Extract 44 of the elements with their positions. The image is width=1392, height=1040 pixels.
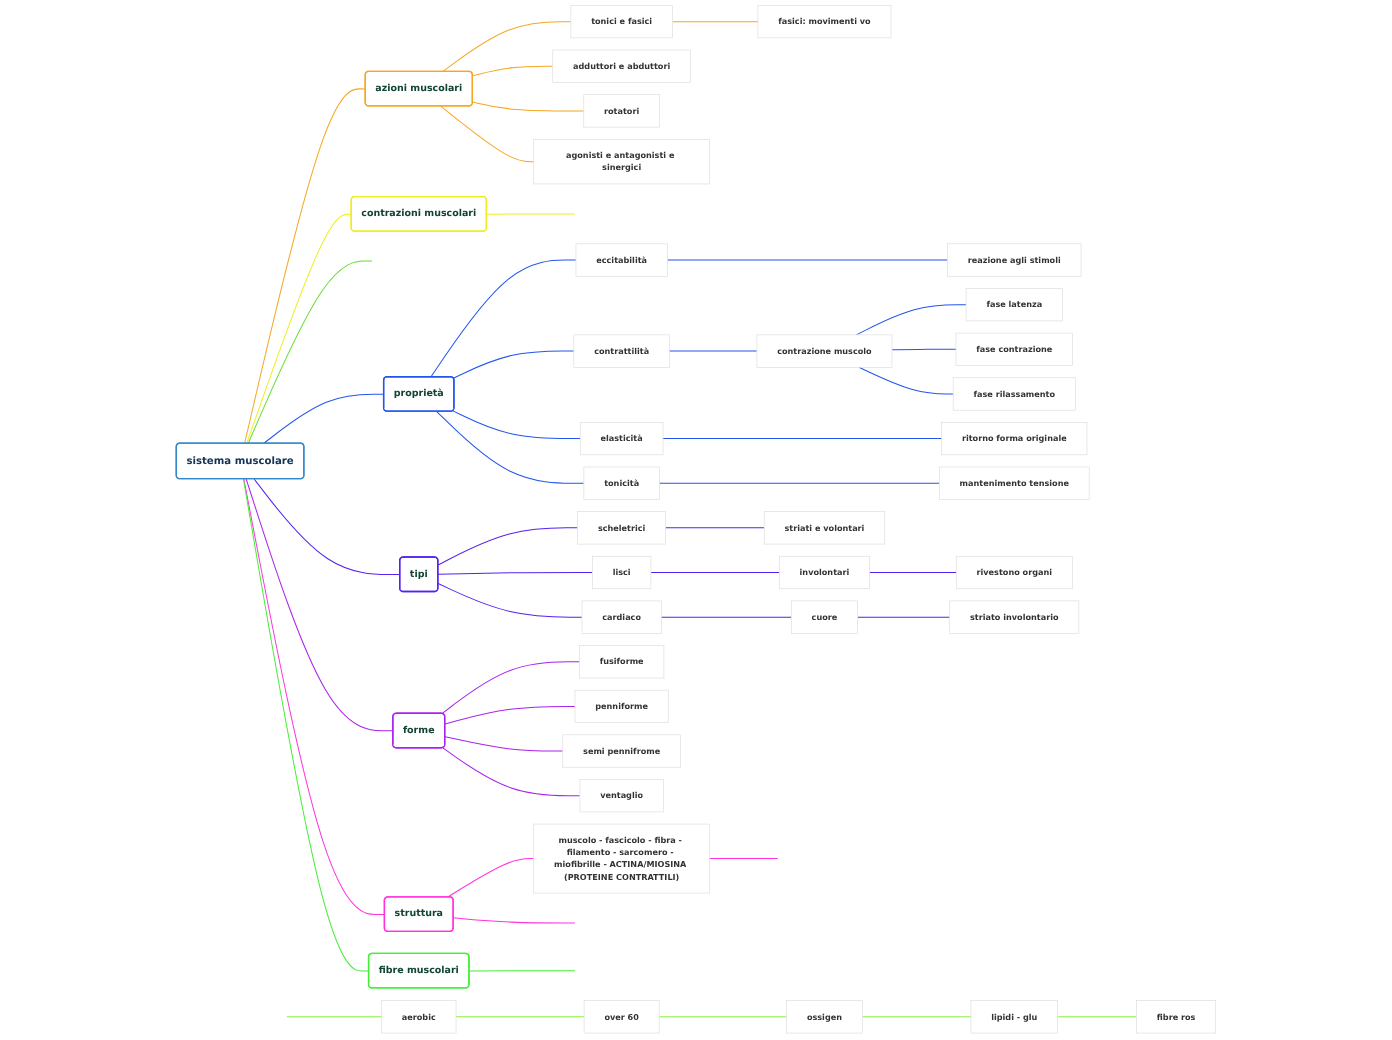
connector — [452, 917, 576, 924]
connector — [858, 366, 954, 395]
connector — [245, 478, 394, 732]
connector — [452, 410, 581, 440]
connector — [263, 393, 385, 444]
connector — [442, 21, 572, 73]
connector — [869, 572, 957, 573]
connector — [662, 438, 943, 440]
connector — [244, 88, 367, 444]
connector — [242, 478, 370, 972]
connector — [658, 1016, 788, 1018]
connector — [437, 572, 593, 575]
connector — [472, 65, 554, 77]
connector — [430, 259, 577, 378]
connector — [286, 1016, 382, 1018]
connector — [441, 661, 580, 715]
connector — [855, 304, 967, 336]
connector — [444, 705, 576, 725]
connector — [437, 583, 583, 618]
connector — [442, 747, 581, 797]
connector — [658, 482, 940, 484]
connector — [857, 616, 951, 618]
connector — [660, 616, 792, 618]
connector — [243, 478, 386, 915]
connector — [246, 213, 352, 444]
connector — [709, 858, 779, 860]
connector — [1057, 1016, 1138, 1018]
connector — [891, 348, 957, 351]
connector — [436, 411, 585, 484]
connector — [486, 213, 576, 215]
connector — [650, 572, 780, 573]
connector — [468, 970, 576, 972]
connector — [861, 1016, 972, 1018]
connector — [440, 105, 535, 163]
connector — [446, 858, 535, 898]
connector — [455, 1016, 585, 1018]
connector — [247, 260, 373, 444]
connector — [253, 478, 401, 576]
connector — [452, 350, 575, 379]
connector — [437, 527, 579, 566]
connector — [665, 527, 765, 529]
connector — [472, 101, 585, 112]
connector — [444, 736, 564, 752]
connector — [671, 21, 759, 23]
